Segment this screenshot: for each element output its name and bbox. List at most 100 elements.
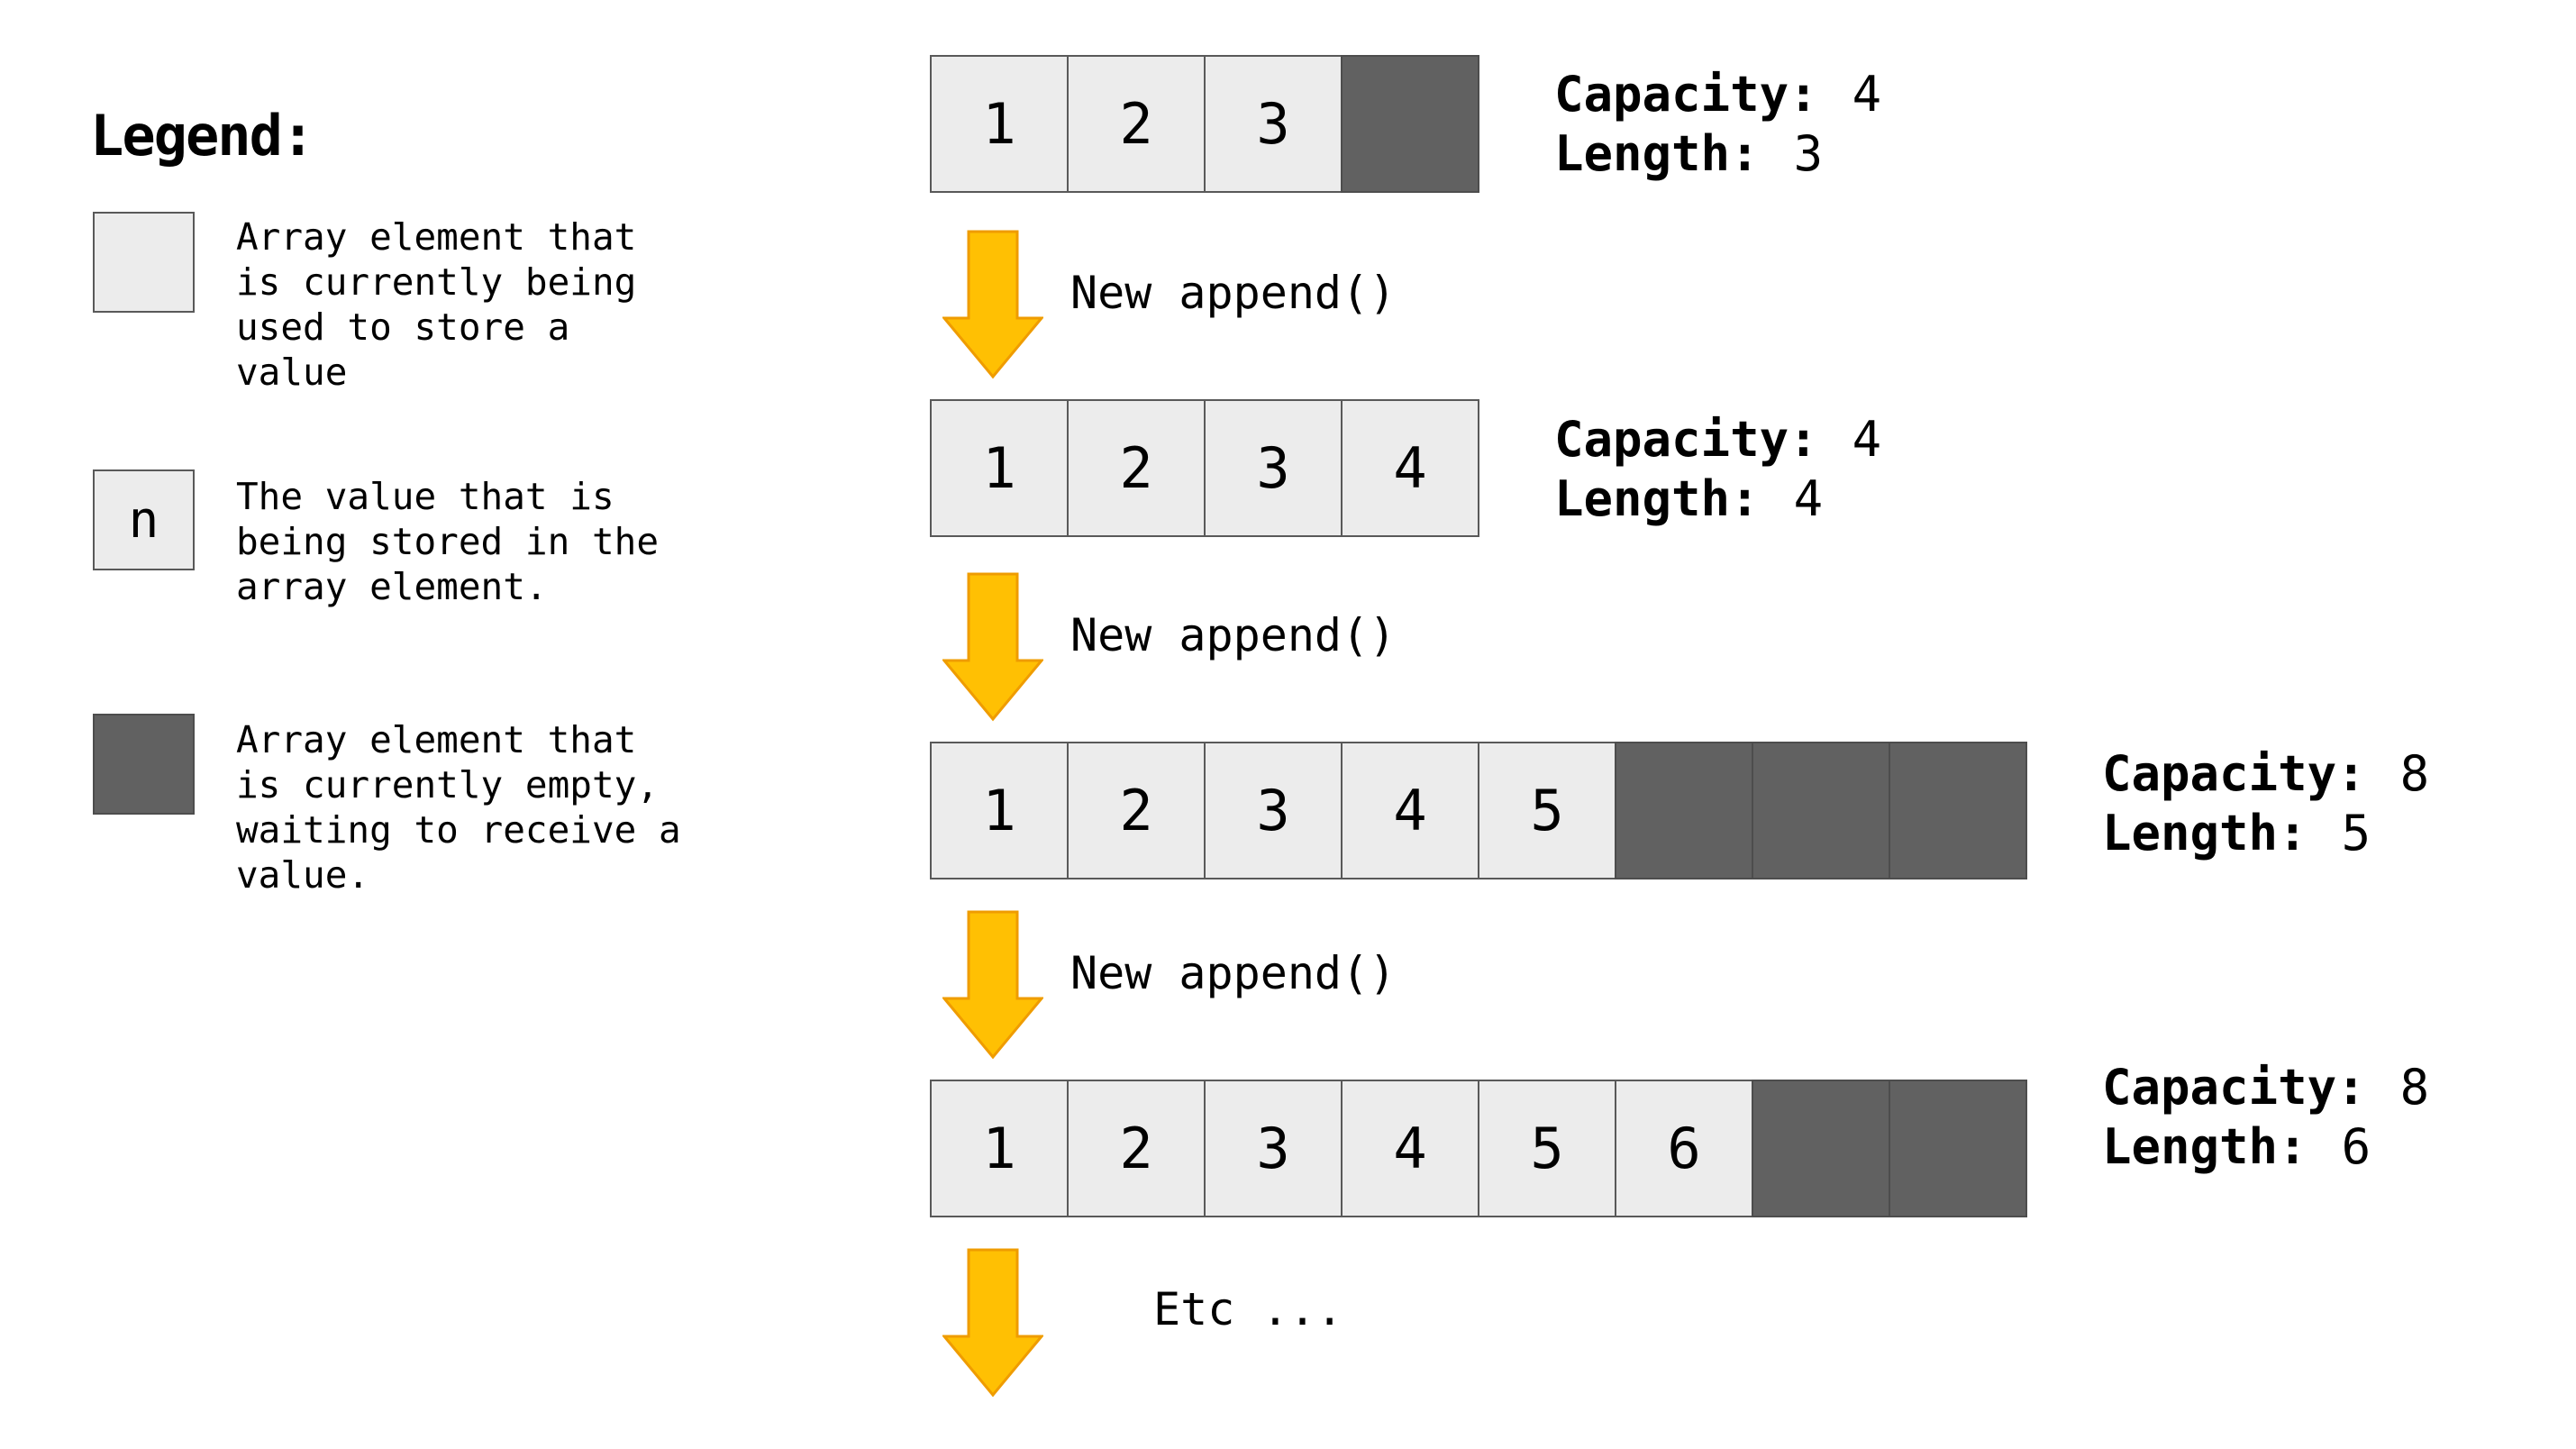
capacity-label: Capacity: [2102,1059,2366,1116]
legend-text-line: used to store a [236,305,570,349]
array-cell: 5 [1478,742,1616,879]
cell-value: 1 [982,435,1016,501]
legend-text-line: value [236,351,348,394]
length-line: Length:3 [1554,124,1881,184]
array-cell-empty [1341,55,1479,193]
down-arrow-icon [942,230,1043,379]
capacity-value: 8 [2399,745,2430,802]
cell-value: 3 [1256,91,1290,157]
legend-item-value-text: The value that is being stored in the ar… [236,474,659,609]
array-cell: 3 [1204,1080,1343,1217]
array-cell: 1 [930,55,1069,193]
cell-value: 5 [1530,1116,1564,1181]
capacity-length-stats-3: Capacity: 8 Length: 5 [2102,744,2429,863]
length-line: Length: 5 [2102,804,2429,863]
array-cell: 3 [1204,742,1343,879]
legend-text-line: array element. [236,565,548,608]
cell-value: 2 [1119,778,1153,843]
array-cell-empty [1889,742,2027,879]
cell-value: 1 [982,778,1016,843]
down-arrow-icon [942,910,1043,1060]
append-label: New append() [1070,947,1397,999]
legend-text-line: being stored in the [236,520,659,563]
array-cell: 1 [930,1080,1069,1217]
length-value: 3 [1793,125,1824,182]
array-row-step-4: 1 2 3 4 5 6 [930,1080,2027,1217]
array-cell: 1 [930,742,1069,879]
length-label: Length: [1554,470,1760,527]
array-cell: 2 [1067,1080,1206,1217]
legend-swatch-empty-cell [93,714,195,815]
capacity-line: Capacity: 4 [1554,410,1881,469]
append-label: New append() [1070,609,1397,661]
length-label: Length: [2102,1118,2307,1175]
length-line: Length: 6 [2102,1117,2429,1177]
capacity-value: 8 [2399,1059,2430,1116]
array-cell: 4 [1341,742,1479,879]
capacity-length-stats-2: Capacity:4 Length:4 [1554,410,1881,529]
cell-value: 4 [1393,1116,1427,1181]
capacity-line: Capacity: 8 [2102,744,2429,804]
legend-text-line: waiting to receive a [236,808,681,852]
length-label: Length: [2102,805,2307,861]
array-cell: 4 [1341,1080,1479,1217]
capacity-label: Capacity: [1554,66,1818,123]
cell-value: 4 [1393,778,1427,843]
array-cell: 4 [1341,399,1479,537]
array-cell: 1 [930,399,1069,537]
capacity-length-stats-1: Capacity: 4 Length:3 [1554,65,1881,184]
array-cell-empty [1752,742,1890,879]
legend-title: Legend: [90,102,314,169]
array-cell-empty [1615,742,1753,879]
length-value: 5 [2341,805,2371,861]
length-value: 4 [1793,470,1824,527]
array-cell: 2 [1067,742,1206,879]
append-label: New append() [1070,267,1397,319]
array-cell: 2 [1067,55,1206,193]
legend-text-line: Array element that [236,718,637,761]
length-line: Length: 4 [1554,469,1881,529]
legend-text-line: is currently being [236,260,637,304]
array-cell: 2 [1067,399,1206,537]
array-cell: 3 [1204,399,1343,537]
legend-item-used-text: Array element that is currently being us… [236,214,636,395]
legend-swatch-value-cell: n [93,469,195,570]
capacity-label: Capacity: [2102,745,2366,802]
capacity-label: Capacity: [1554,411,1818,468]
capacity-value: 4 [1852,66,1882,123]
array-row-step-1: 1 2 3 [930,55,1479,193]
cell-value: 4 [1393,435,1427,501]
array-cell: 5 [1478,1080,1616,1217]
cell-value: 5 [1530,778,1564,843]
length-value: 6 [2341,1118,2371,1175]
cell-value: 1 [982,91,1016,157]
array-row-step-2: 1 2 3 4 [930,399,1479,537]
legend-item-empty-text: Array element that is currently empty, w… [236,717,681,898]
array-row-step-3: 1 2 3 4 5 [930,742,2027,879]
legend-swatch-value-symbol: n [128,490,159,550]
capacity-value: 4 [1852,411,1882,468]
cell-value: 2 [1119,1116,1153,1181]
cell-value: 2 [1119,91,1153,157]
cell-value: 3 [1256,778,1290,843]
legend-text-line: value. [236,853,370,897]
legend-text-line: Array element that [236,215,637,259]
legend-text-line: The value that is [236,475,614,518]
cell-value: 6 [1667,1116,1701,1181]
down-arrow-icon [942,1248,1043,1398]
legend-swatch-used-cell [93,212,195,313]
cell-value: 2 [1119,435,1153,501]
down-arrow-icon [942,572,1043,722]
capacity-line: Capacity: 4 [1554,65,1881,124]
etc-label: Etc ... [1153,1283,1343,1335]
cell-value: 1 [982,1116,1016,1181]
cell-value: 3 [1256,1116,1290,1181]
array-cell-empty [1889,1080,2027,1217]
array-cell-empty [1752,1080,1890,1217]
array-cell: 3 [1204,55,1343,193]
legend-text-line: is currently empty, [236,763,659,807]
array-cell: 6 [1615,1080,1753,1217]
capacity-line: Capacity: 8 [2102,1058,2429,1117]
cell-value: 3 [1256,435,1290,501]
